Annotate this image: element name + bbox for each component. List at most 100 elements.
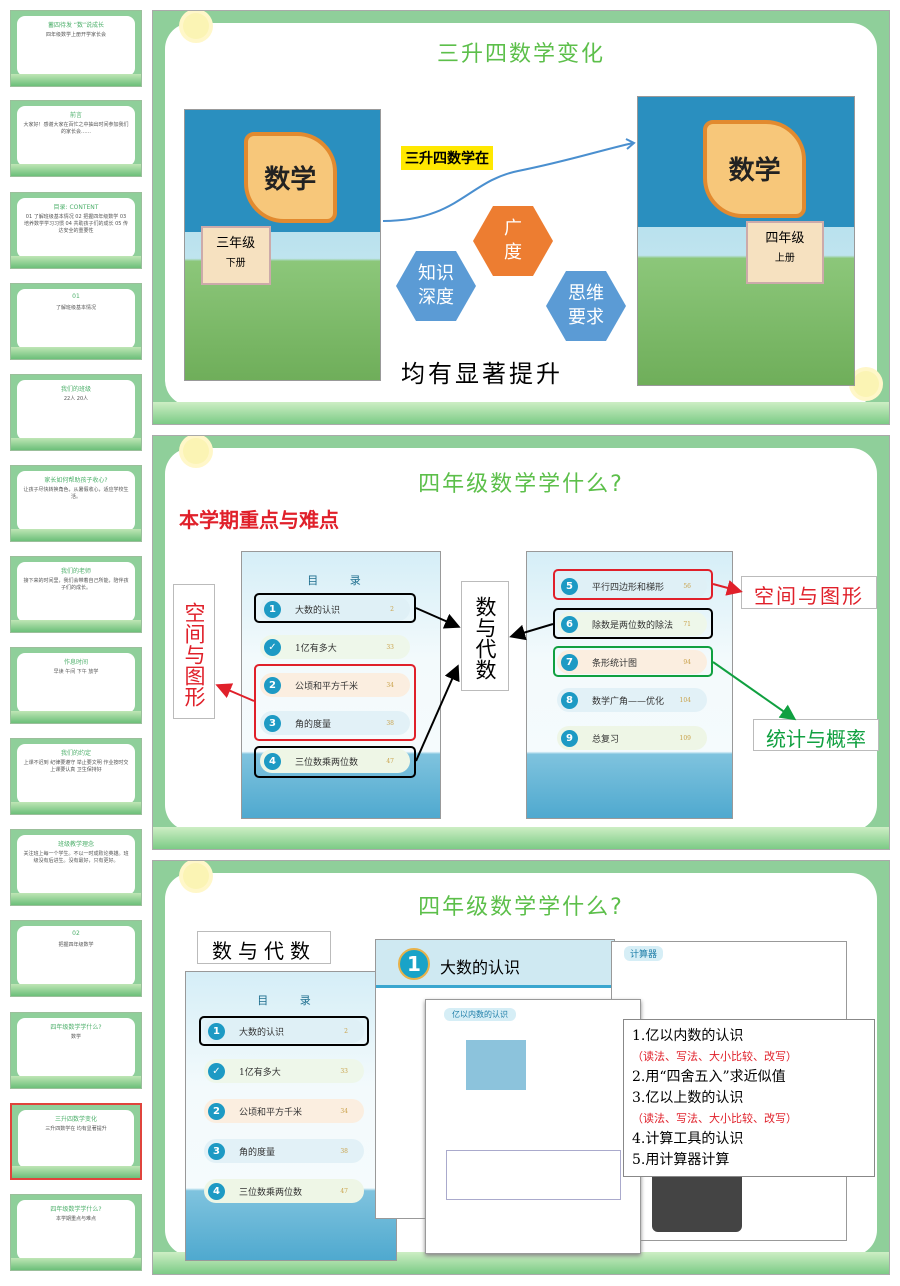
thumbnail-title: 02 [72, 930, 80, 937]
grass-decoration [153, 827, 889, 849]
highlight-tag: 三升四数学在 [401, 146, 493, 170]
slide-title: 四年级数学学什么? [418, 895, 624, 920]
calculator-section-title: 计算器 [624, 946, 664, 961]
slide-thumbnail[interactable]: 蓄四待发 “数”说成长四年级数学上册开学家长会 [10, 10, 142, 87]
slide-thumbnail[interactable]: 三升四数学变化三升四数学在 均有显著提升 [10, 1103, 142, 1180]
thumbnail-body: 01 了解班级基本情况 02 把握四年级数学 03 培养数学学习习惯 04 共助… [23, 214, 129, 234]
slide-thumbnail[interactable]: 前言大家好！感谢大家在百忙之中抽出时间参加我们的家长会…… [10, 100, 142, 177]
thumbnail-body: 大家好！感谢大家在百忙之中抽出时间参加我们的家长会…… [23, 122, 129, 135]
thumbnail-body: 本学期重点与难点 [55, 1216, 96, 1222]
highlight-box [553, 646, 713, 677]
slide-thumbnail[interactable]: 四年级数学学什么? 本学期重点与难点 [10, 1194, 142, 1271]
thumbnail-title: 家长如何帮助孩子收心? [44, 477, 108, 484]
slide-thumbnail[interactable]: 目录: CONTENT 01 了解班级基本情况 02 把握四年级数学 03 培养数… [10, 192, 142, 269]
grass-decoration [153, 402, 889, 424]
slide-title: 四年级数学学什么? [418, 472, 624, 497]
thumbnail-body: 上课不迟到 纪律要遵守 举止要文明 作业按时交 上课要认真 卫生保持好 [23, 760, 129, 773]
flower-icon [853, 371, 879, 397]
growth-arrow-icon [382, 138, 636, 222]
thumbnail-body: 数学 [70, 1034, 81, 1040]
label-statistics-probability: 统计与概率 [753, 719, 879, 751]
slide-thumbnail[interactable]: 家长如何帮助孩子收心? 让孩子尽快转换角色，从暑假收心，适应学校生活。 [10, 465, 142, 542]
thumbnail-body: 关注班上每一个学生。不以一时成败论英雄。班级没有后进生。没有最好，只有更好。 [23, 851, 129, 864]
highlight-box [254, 664, 416, 741]
key-point: 1.亿以内数的认识 [632, 1028, 744, 1044]
thumbnail-body: 了解班级基本情况 [55, 305, 96, 311]
thumbnail-title: 蓄四待发 “数”说成长 [47, 22, 105, 29]
grade3-textbook-cover: 数学 三年级下册 [184, 109, 381, 381]
slide-thumbnail[interactable]: 班级教学理念关注班上每一个学生。不以一时成败论英雄。班级没有后进生。没有最好，只… [10, 829, 142, 906]
slide-thumbnail[interactable]: 我们的班级 22人 20人 [10, 374, 142, 451]
unit-number-badge: 1 [398, 948, 430, 980]
thumbnail-body: 让孩子尽快转换角色，从暑假收心，适应学校生活。 [23, 487, 129, 500]
slide-thumbnail[interactable]: 作息时间早读 午间 下午 放学 [10, 647, 142, 724]
key-point: 3.亿以上数的认识 [632, 1090, 744, 1106]
thumbnail-title: 我们的约定 [60, 750, 91, 757]
connector-arrows [215, 580, 797, 762]
thumbnail-title: 我们的班级 [60, 386, 91, 393]
highlight-box [553, 569, 713, 600]
slide-thumbnail[interactable]: 01 了解班级基本情况 [10, 283, 142, 360]
textbook-section-page: 亿以内数的认识 [425, 999, 641, 1254]
key-points-box: 1.亿以内数的认识 （读法、写法、大小比较、改写） 2.用“四舍五入”求近似值 3.亿… [623, 1019, 875, 1177]
label-space-geometry-right: 空间与图形 [741, 576, 877, 609]
key-point: （读法、写法、大小比较、改写） [632, 1050, 797, 1063]
key-point: 5.用计算器计算 [632, 1152, 730, 1168]
label-number-algebra: 数与代数 [461, 581, 509, 691]
highlight-box [254, 593, 416, 623]
thumbnail-title: 01 [72, 293, 80, 300]
thumbnail-body: 三升四数学在 均有显著提升 [45, 1126, 107, 1132]
thumbnail-title: 作息时间 [63, 659, 88, 666]
flower-icon [183, 438, 209, 464]
section-title: 亿以内数的认识 [444, 1008, 516, 1021]
slide-subtitle: 本学期重点与难点 [179, 508, 339, 532]
highlight-box [553, 608, 713, 639]
thumbnail-title: 三升四数学变化 [54, 1116, 97, 1123]
key-point: 4.计算工具的认识 [632, 1131, 744, 1147]
thumbnail-body: 早读 午间 下午 放学 [53, 669, 99, 675]
slide-thumbnail[interactable]: 02 把握四年级数学 [10, 920, 142, 997]
unit-title: 大数的认识 [440, 958, 521, 977]
slide-thumbnail[interactable]: 四年级数学学什么? 数学 [10, 1012, 142, 1089]
thumbnail-title: 前言 [69, 112, 82, 119]
slide-title: 三升四数学变化 [436, 42, 605, 67]
highlight-box [199, 1016, 369, 1046]
key-point: 2.用“四舍五入”求近似值 [632, 1069, 786, 1085]
slide-thumbnail[interactable]: 我们的约定上课不迟到 纪律要遵守 举止要文明 作业按时交 上课要认真 卫生保持好 [10, 738, 142, 815]
thumbnail-title: 四年级数学学什么? [50, 1206, 102, 1213]
thumbnail-title: 我们的老师 [60, 568, 91, 575]
hex-knowledge-depth: 知识 深度 [396, 251, 476, 321]
thumbnail-body: 22人 20人 [63, 396, 89, 402]
thumbnail-body: 四年级数学上册开学家长会 [45, 32, 106, 38]
slide-thumbnail[interactable]: 我们的老师接下来的时间里，我们会带着自己所能，陪伴孩子们的成长。 [10, 556, 142, 633]
thumbnail-body: 把握四年级数学 [58, 942, 94, 948]
flower-icon [183, 13, 209, 39]
thumbnail-title: 班级教学理念 [57, 841, 94, 848]
slide-three-to-four-changes[interactable]: 三升四数学变化 数学 三年级下册 数学 四年级上册 三升四数学在 知识 深度 广… [152, 10, 890, 425]
thumbnail-title: 目录: CONTENT [53, 204, 99, 211]
thumbnail-title: 四年级数学学什么? [50, 1024, 102, 1031]
label-number-algebra: 数与代数 [197, 931, 331, 964]
thumbnail-body: 接下来的时间里，我们会带着自己所能，陪伴孩子们的成长。 [23, 578, 129, 591]
conclusion-text: 均有显著提升 [401, 360, 563, 388]
label-space-geometry-left: 空间与图形 [173, 584, 215, 719]
